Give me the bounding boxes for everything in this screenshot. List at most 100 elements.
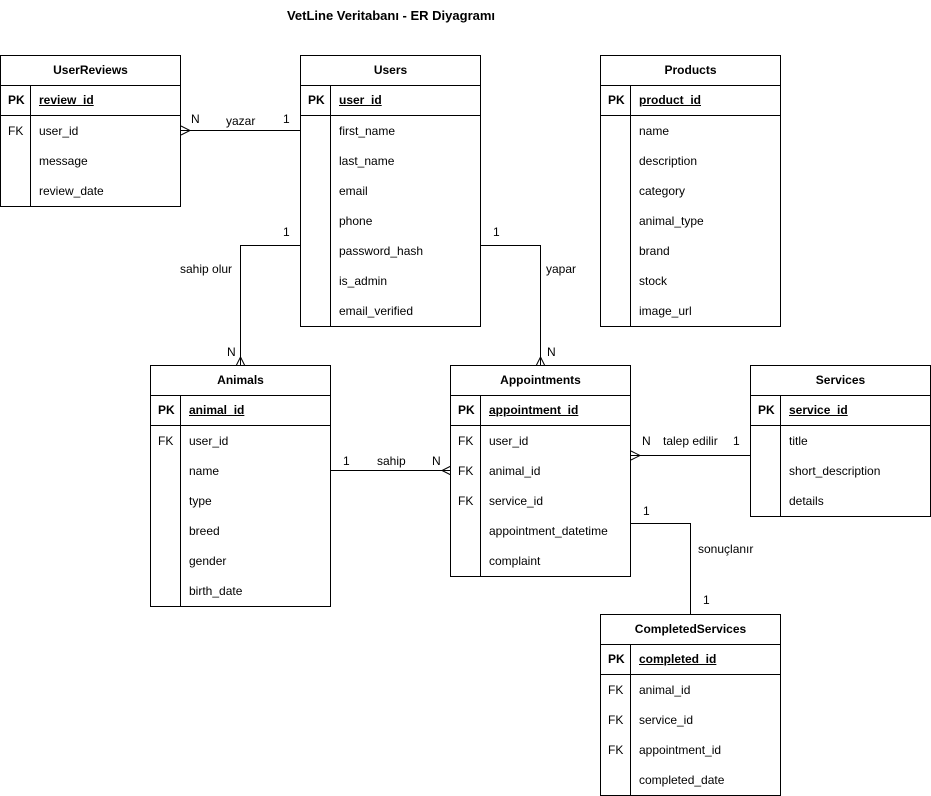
field-name: breed xyxy=(189,524,220,538)
pk-field: user_id xyxy=(339,93,382,107)
card-appointments-yapar-n: N xyxy=(547,345,556,359)
key-label: FK xyxy=(601,735,631,765)
key-label xyxy=(601,296,631,326)
field-name: password_hash xyxy=(339,244,424,258)
pk-field: appointment_id xyxy=(489,403,579,417)
field-row: email xyxy=(301,176,480,206)
field-name: animal_id xyxy=(489,464,541,478)
entity-users: Users PK user_id first_name last_name em… xyxy=(300,55,481,327)
key-label xyxy=(601,206,631,236)
entity-name: UserReviews xyxy=(1,56,180,86)
field-name: gender xyxy=(189,554,227,568)
key-label xyxy=(601,176,631,206)
card-appointments-sonuclanir-1: 1 xyxy=(643,504,650,518)
field-row: details xyxy=(751,486,930,516)
field-row: FK user_id xyxy=(1,116,180,146)
entity-name: Services xyxy=(751,366,930,396)
field-name: is_admin xyxy=(339,274,388,288)
field-row: title xyxy=(751,426,930,456)
pk-row: PK service_id xyxy=(751,396,930,426)
card-appointments-talep-n: N xyxy=(642,434,651,448)
pk-field: service_id xyxy=(789,403,848,417)
key-label: FK xyxy=(1,116,31,146)
field-name: details xyxy=(789,494,824,508)
field-row: FK appointment_id xyxy=(601,735,780,765)
key-label xyxy=(301,236,331,266)
field-name: birth_date xyxy=(189,584,243,598)
field-name: category xyxy=(639,184,686,198)
pk-label: PK xyxy=(751,396,781,425)
key-label xyxy=(451,516,481,546)
field-row: type xyxy=(151,486,330,516)
pk-row: PK review_id xyxy=(1,86,180,116)
field-name: animal_type xyxy=(639,214,704,228)
key-label: FK xyxy=(451,426,481,456)
card-animals-n: N xyxy=(227,345,236,359)
field-row: phone xyxy=(301,206,480,236)
field-row: name xyxy=(601,116,780,146)
field-name: user_id xyxy=(189,434,229,448)
key-label xyxy=(751,486,781,516)
entity-name: Animals xyxy=(151,366,330,396)
pk-label: PK xyxy=(601,86,631,115)
diagram-title: VetLine Veritabanı - ER Diyagramı xyxy=(286,8,496,23)
card-users-sahip-olur-1: 1 xyxy=(283,225,290,239)
card-users-yazar-1: 1 xyxy=(283,112,290,126)
field-row: message xyxy=(1,146,180,176)
key-label xyxy=(1,146,31,176)
crowfoot-appointments-services xyxy=(630,450,642,461)
field-name: email xyxy=(339,184,368,198)
field-name: first_name xyxy=(339,124,396,138)
field-name: appointment_id xyxy=(639,743,722,757)
field-row: category xyxy=(601,176,780,206)
field-name: service_id xyxy=(639,713,694,727)
key-label xyxy=(301,176,331,206)
field-row: birth_date xyxy=(151,576,330,606)
crowfoot-appointments-users xyxy=(535,355,546,367)
key-label xyxy=(151,516,181,546)
key-label xyxy=(301,296,331,326)
pk-row: PK animal_id xyxy=(151,396,330,426)
key-label xyxy=(601,266,631,296)
entity-services: Services PK service_id title short_descr… xyxy=(750,365,931,517)
field-name: completed_date xyxy=(639,773,725,787)
card-services-1: 1 xyxy=(733,434,740,448)
field-row: last_name xyxy=(301,146,480,176)
key-label: FK xyxy=(451,486,481,516)
pk-label: PK xyxy=(151,396,181,425)
entity-name: CompletedServices xyxy=(601,615,780,645)
rel-label-sahip-olur: sahip olur xyxy=(180,262,233,276)
field-row: completed_date xyxy=(601,765,780,795)
entity-name: Users xyxy=(301,56,480,86)
field-row: image_url xyxy=(601,296,780,326)
entity-name: Appointments xyxy=(451,366,630,396)
field-name: user_id xyxy=(39,124,79,138)
field-row: gender xyxy=(151,546,330,576)
rel-label-yapar: yapar xyxy=(546,262,577,276)
field-name: name xyxy=(639,124,670,138)
pk-field: product_id xyxy=(639,93,701,107)
field-name: complaint xyxy=(489,554,541,568)
card-appointments-sahip-n: N xyxy=(432,454,441,468)
field-name: animal_id xyxy=(639,683,691,697)
card-users-yapar-1: 1 xyxy=(493,225,500,239)
field-name: email_verified xyxy=(339,304,414,318)
key-label xyxy=(301,116,331,146)
card-userreviews-n: N xyxy=(191,112,200,126)
key-label xyxy=(301,206,331,236)
pk-label: PK xyxy=(301,86,331,115)
field-name: brand xyxy=(639,244,670,258)
rel-label-yazar: yazar xyxy=(226,114,256,128)
pk-field: completed_id xyxy=(639,652,717,666)
key-label xyxy=(601,765,631,795)
field-name: image_url xyxy=(639,304,692,318)
field-row: animal_type xyxy=(601,206,780,236)
